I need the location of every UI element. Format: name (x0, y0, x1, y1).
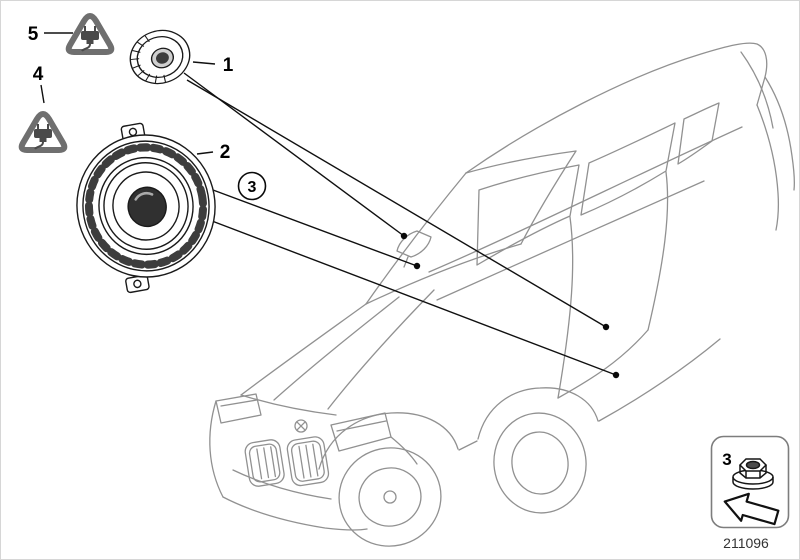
callout-1-label[interactable]: 1 (223, 55, 234, 76)
callout-3-label[interactable]: 3 (248, 179, 257, 196)
callout-5-label[interactable]: 5 (28, 24, 39, 45)
callout-2[interactable]: 2 (196, 142, 231, 163)
callout-2-label[interactable]: 2 (220, 142, 231, 163)
tweeter-rim-hatch (130, 35, 166, 84)
plug-glyph (81, 26, 99, 52)
fastener-box-label[interactable]: 3 (722, 450, 731, 469)
flange-nut-icon (732, 458, 774, 490)
plug-glyph (34, 124, 52, 150)
direction-arrow-icon (723, 492, 780, 526)
leader-lines (183, 72, 620, 379)
warning-plug-icon-4 (18, 111, 68, 153)
warning-plug-icon-5 (65, 13, 115, 55)
callout-1[interactable]: 1 (192, 55, 234, 76)
callout-4[interactable]: 4 (33, 64, 45, 104)
callout-5[interactable]: 5 (28, 24, 73, 45)
callout-4-label[interactable]: 4 (33, 64, 44, 85)
brand-roundel (294, 419, 308, 433)
diagram-number: 211096 (723, 535, 769, 551)
car-outline-drawing (209, 42, 796, 547)
midrange-speaker-drawing (76, 122, 216, 294)
fastener-box[interactable]: 3 (710, 435, 790, 530)
speaker-basket-ring (84, 143, 208, 269)
tweeter-speaker-drawing (129, 29, 191, 85)
callout-3-circled[interactable]: 3 (237, 171, 267, 201)
